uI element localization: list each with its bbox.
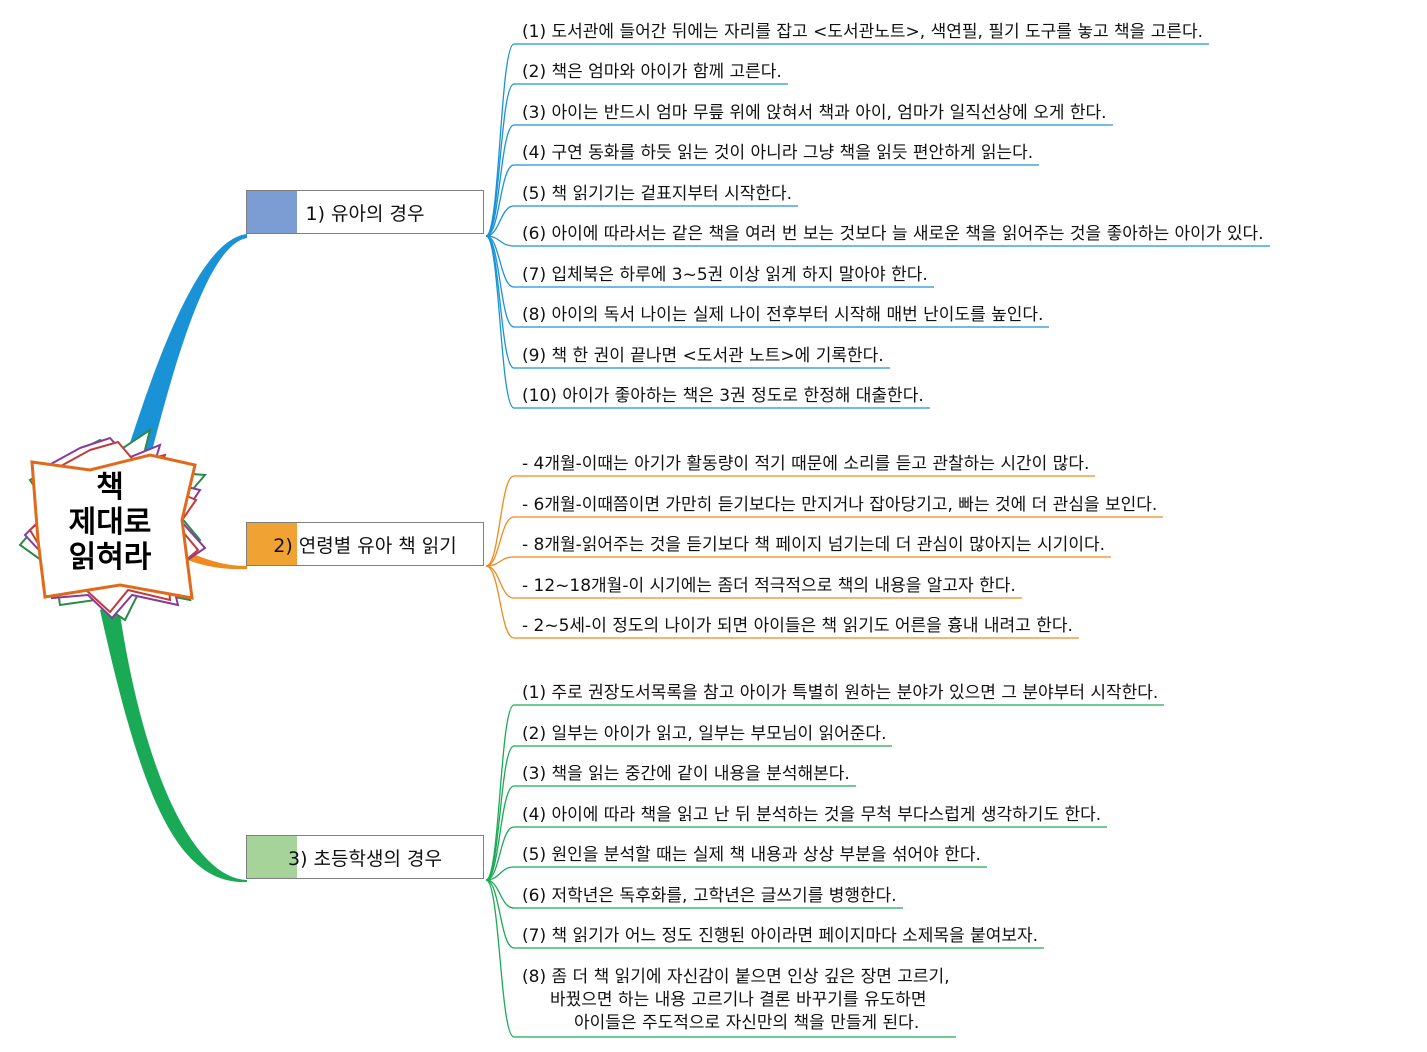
leaf-connector <box>485 516 515 567</box>
leaf-item: (9) 책 한 권이 끝나면 <도서관 노트>에 기록한다. <box>522 346 884 366</box>
leaf-connector <box>485 556 515 567</box>
leaf-connector <box>485 83 515 237</box>
leaf-connector <box>485 235 515 409</box>
leaf-item: (4) 아이에 따라 책을 읽고 난 뒤 분석하는 것을 무척 부다스럽게 생각… <box>522 805 1102 825</box>
leaf-connector <box>485 565 515 639</box>
central-topic-line: 읽혀라 <box>68 540 152 575</box>
leaf-connector <box>485 745 515 881</box>
leaf-line: 아이들은 주도적으로 자신만의 책을 만들게 된다. <box>574 1013 920 1033</box>
branch-swatch <box>247 191 297 233</box>
leaf-connector <box>485 124 515 237</box>
leaf-connector <box>485 785 515 881</box>
leaf-item: (3) 책을 읽는 중간에 같이 내용을 분석해본다. <box>522 764 850 784</box>
leaf-connector <box>485 475 515 567</box>
leaf-connector <box>485 565 515 599</box>
leaf-connector <box>485 235 515 328</box>
leaf-connector <box>485 866 515 881</box>
leaf-item: (5) 책 읽기기는 겉표지부터 시작한다. <box>522 184 793 204</box>
leaf-item: (3) 아이는 반드시 엄마 무릎 위에 앉혀서 책과 아이, 엄마가 일직선상… <box>522 103 1107 123</box>
leaf-item: - 4개월-이때는 아기가 활동량이 적기 때문에 소리를 듣고 관찰하는 시간… <box>522 454 1090 474</box>
leaf-line: 바꿨으면 하는 내용 고르기나 결론 바꾸기를 유도하면 <box>550 990 927 1010</box>
leaf-item: (7) 입체북은 하루에 3~5권 이상 읽게 하지 말아야 한다. <box>522 265 928 285</box>
central-topic: 책 제대로 읽혀라 <box>40 470 180 575</box>
leaf-item: (2) 일부는 아이가 읽고, 일부는 부모님이 읽어준다. <box>522 724 887 744</box>
leaf-connector <box>485 704 515 881</box>
branch-curve-1 <box>118 234 247 482</box>
leaf-connector <box>485 164 515 237</box>
leaf-item-multiline: (8) 좀 더 책 읽기에 자신감이 붙으면 인상 깊은 장면 고르기, 바꿨으… <box>522 966 950 1035</box>
leaf-connector <box>485 879 515 949</box>
leaf-item: - 8개월-읽어주는 것을 듣기보다 책 페이지 넘기는데 더 관심이 많아지는… <box>522 535 1106 555</box>
leaf-item: (2) 책은 엄마와 아이가 함께 고른다. <box>522 62 782 82</box>
leaf-item: (6) 아이에 따라서는 같은 책을 여러 번 보는 것보다 늘 새로운 책을 … <box>522 224 1264 244</box>
leaf-item: (8) 아이의 독서 나이는 실제 나이 전후부터 시작해 매번 난이도를 높인… <box>522 305 1044 325</box>
branch-swatch <box>247 523 297 565</box>
leaf-item: (6) 저학년은 독후화를, 고학년은 글쓰기를 병행한다. <box>522 886 897 906</box>
branch-label: 1) 유아의 경우 <box>305 202 425 225</box>
branch-swatch <box>247 836 297 878</box>
branch-node-infant[interactable]: 1) 유아의 경우 <box>246 190 484 234</box>
leaf-item: - 2~5세-이 정도의 나이가 되면 아이들은 책 읽기도 어른을 흉내 내려… <box>522 616 1073 636</box>
branch-label: 3) 초등학생의 경우 <box>288 847 442 870</box>
branch-curve-2 <box>178 548 247 570</box>
leaf-connector <box>485 235 515 369</box>
leaf-item: (1) 도서관에 들어간 뒤에는 자리를 잡고 <도서관노트>, 색연필, 필기… <box>522 22 1204 42</box>
leaf-connector <box>485 879 515 1038</box>
branch-label: 2) 연령별 유아 책 읽기 <box>273 534 457 557</box>
central-topic-line: 제대로 <box>68 505 152 540</box>
leaf-connector <box>485 826 515 881</box>
leaf-item: - 6개월-이때쯤이면 가만히 듣기보다는 만지거나 잡아당기고, 빠는 것에 … <box>522 495 1158 515</box>
leaf-item: (5) 원인을 분석할 때는 실제 책 내용과 상상 부분을 섞어야 한다. <box>522 845 981 865</box>
branch-node-elementary[interactable]: 3) 초등학생의 경우 <box>246 835 484 879</box>
leaf-item: (4) 구연 동화를 하듯 읽는 것이 아니라 그냥 책을 읽듯 편안하게 읽는… <box>522 143 1034 163</box>
central-topic-line: 책 <box>96 470 124 505</box>
leaf-item: - 12~18개월-이 시기에는 좀더 적극적으로 책의 내용을 알고자 한다. <box>522 576 1016 596</box>
leaf-item: (1) 주로 권장도서목록을 참고 아이가 특별히 원하는 분야가 있으면 그 … <box>522 683 1159 703</box>
leaf-item: (7) 책 읽기가 어느 정도 진행된 아이라면 페이지마다 소제목을 붙여보자… <box>522 926 1039 946</box>
leaf-line: (8) 좀 더 책 읽기에 자신감이 붙으면 인상 깊은 장면 고르기, <box>522 967 950 987</box>
center-burst <box>18 427 208 622</box>
branch-node-age-reading[interactable]: 2) 연령별 유아 책 읽기 <box>246 522 484 566</box>
branch-curve-3 <box>100 600 247 883</box>
leaf-connector <box>485 205 515 237</box>
leaf-item: (10) 아이가 좋아하는 책은 3권 정도로 한정해 대출한다. <box>522 386 924 406</box>
